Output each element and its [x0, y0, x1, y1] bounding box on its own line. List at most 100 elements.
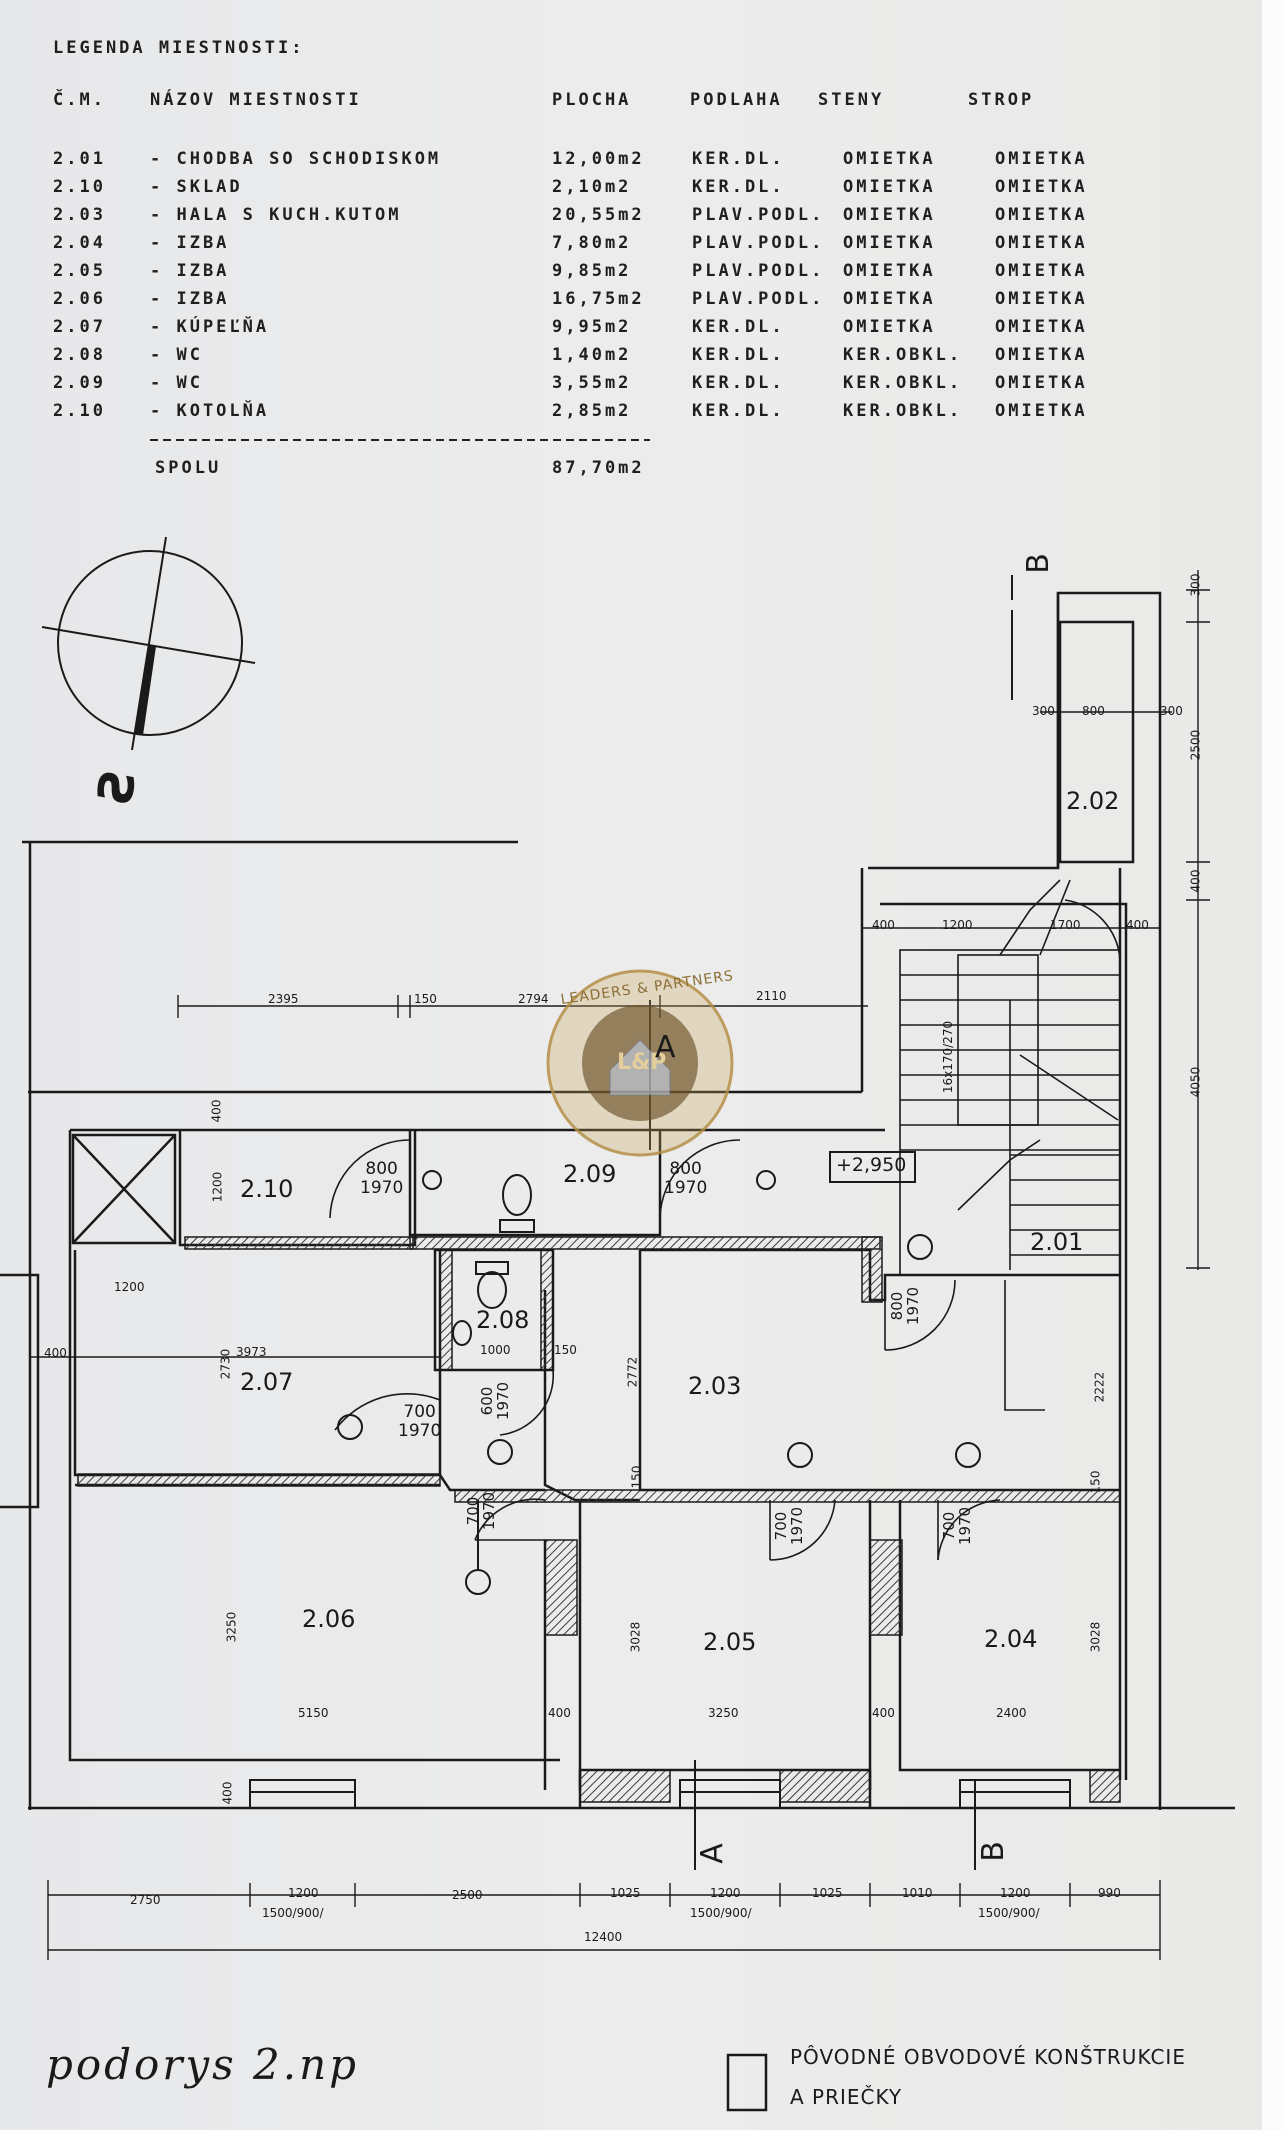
door-height: 1970 [904, 1286, 923, 1326]
legend-cell-walls: OMIETKA [843, 233, 936, 253]
bottom-dim-1200a: 1200 [288, 1886, 319, 1900]
bottom-dim-total: 12400 [584, 1930, 623, 1944]
legend-cell-ceiling: OMIETKA [995, 261, 1088, 281]
dim-col-800: 800 [1082, 704, 1105, 718]
room-label-2-06: 2.06 [302, 1605, 356, 1633]
dim-stair-1200: 1200 [942, 918, 973, 932]
legend-cell-area: 9,85m2 [552, 261, 632, 281]
dim-b-3028a: 3028 [628, 1621, 643, 1653]
legend-cell-walls: OMIETKA [843, 177, 936, 197]
legend-cell-area: 16,75m2 [552, 289, 645, 309]
legend-cell-no: 2.01 [53, 149, 106, 169]
legend-cell-no: 2.10 [53, 401, 106, 421]
dim-b-150: 150 [1088, 1470, 1103, 1494]
room-label-2-02: 2.02 [1066, 787, 1120, 815]
legend-cell-no: 2.09 [53, 373, 106, 393]
dim-b-3028b: 3028 [1088, 1621, 1103, 1653]
door-height: 1970 [664, 1178, 708, 1198]
door-width: 800 [669, 1159, 702, 1179]
dim-b-3250: 3250 [224, 1611, 239, 1643]
bottom-dim-1200c: 1200 [1000, 1886, 1031, 1900]
dim-150: 150 [414, 992, 437, 1006]
legend-cell-floor: KER.DL. [692, 401, 785, 421]
legend-cell-name: - WC [150, 373, 203, 393]
legend-cell-floor: PLAV.PODL. [692, 233, 825, 253]
legend-cell-name: - WC [150, 345, 203, 365]
door-label-2-05: 700 1970 [772, 1506, 807, 1546]
legend-header-area: PLOCHA [552, 90, 632, 110]
dim-2794: 2794 [518, 992, 549, 1006]
legend-cell-area: 20,55m2 [552, 205, 645, 225]
dim-h-2222: 2222 [1092, 1371, 1107, 1403]
legend-cell-ceiling: OMIETKA [995, 177, 1088, 197]
bottom-dim-1500-900b: 1500/900/ [690, 1906, 752, 1920]
legend-cell-name: - IZBA [150, 289, 230, 309]
dim-right-300: 300 [1188, 573, 1203, 597]
legend-cell-area: 1,40m2 [552, 345, 632, 365]
dim-stair-1700: 1700 [1050, 918, 1081, 932]
dim-bot-400: 400 [220, 1781, 235, 1805]
door-label-2-07: 700 1970 [398, 1403, 441, 1441]
bottom-dim-1010: 1010 [902, 1886, 933, 1900]
dim-left-1200: 1200 [210, 1171, 225, 1203]
door-height: 1970 [480, 1491, 499, 1531]
legend-cell-ceiling: OMIETKA [995, 289, 1088, 309]
legend-cell-walls: OMIETKA [843, 205, 936, 225]
door-label-2-04: 700 1970 [940, 1506, 975, 1546]
legend-header-number: Č.M. [53, 90, 106, 110]
legend-cell-name: - HALA S KUCH.KUTOM [150, 205, 402, 225]
legend-cell-walls: KER.OBKL. [843, 401, 963, 421]
dimension-lines [30, 570, 1210, 1960]
legend-cell-floor: PLAV.PODL. [692, 289, 825, 309]
door-height: 1970 [398, 1421, 442, 1441]
legend-total-area: 87,70m2 [552, 458, 645, 478]
door-width: 700 [940, 1511, 959, 1541]
legend-cell-ceiling: OMIETKA [995, 317, 1088, 337]
watermark-logo-icon [546, 969, 734, 1157]
section-b-bottom: B [975, 1841, 1011, 1862]
door-width: 700 [464, 1496, 483, 1526]
legend-cell-floor: KER.DL. [692, 317, 785, 337]
legend-total-label: SPOLU [155, 458, 222, 478]
legend-cell-no: 2.10 [53, 177, 106, 197]
level-mark-box [829, 1151, 916, 1183]
legend-cell-name: - IZBA [150, 261, 230, 281]
room-label-2-07: 2.07 [240, 1368, 294, 1396]
fixtures [337, 1170, 981, 1595]
legend-cell-walls: OMIETKA [843, 317, 936, 337]
door-label-2-08: 600 1970 [478, 1381, 513, 1421]
legend-cell-floor: PLAV.PODL. [692, 261, 825, 281]
legend-cell-area: 2,10m2 [552, 177, 632, 197]
room-label-2-09: 2.09 [563, 1160, 617, 1188]
legend-header-floor: PODLAHA [690, 90, 783, 110]
bottom-dim-990: 990 [1098, 1886, 1121, 1900]
door-height: 1970 [956, 1506, 975, 1546]
door-height: 1970 [494, 1381, 513, 1421]
legend-cell-no: 2.07 [53, 317, 106, 337]
bottom-dim-1500-900c: 1500/900/ [978, 1906, 1040, 1920]
legend-title: LEGENDA MIESTNOSTI: [53, 38, 305, 58]
bottom-dim-1200b: 1200 [710, 1886, 741, 1900]
dim-k-2730: 2730 [218, 1348, 233, 1380]
door-width: 700 [403, 1402, 436, 1422]
section-lines [649, 575, 1013, 1870]
legend-cell-no: 2.03 [53, 205, 106, 225]
dim-k-3973: 3973 [236, 1345, 267, 1359]
bottom-dim-1500-900a: 1500/900/ [262, 1906, 324, 1920]
legend-cell-name: - KOTOLŇA [150, 401, 270, 421]
legend-cell-name: - IZBA [150, 233, 230, 253]
stair-note: 16x170/270 [941, 1020, 956, 1094]
legend-cell-floor: KER.DL. [692, 177, 785, 197]
dim-right-400: 400 [1188, 869, 1203, 893]
legend-cell-ceiling: OMIETKA [995, 345, 1088, 365]
room-label-2-05: 2.05 [703, 1628, 757, 1656]
hatched-walls [77, 1236, 1121, 1803]
door-height: 1970 [788, 1506, 807, 1546]
legend-cell-floor: KER.DL. [692, 373, 785, 393]
dim-w-2400: 2400 [996, 1706, 1027, 1720]
legend-header-ceiling: STROP [968, 90, 1035, 110]
room-label-2-01: 2.01 [1030, 1228, 1084, 1256]
room-label-2-04: 2.04 [984, 1625, 1038, 1653]
